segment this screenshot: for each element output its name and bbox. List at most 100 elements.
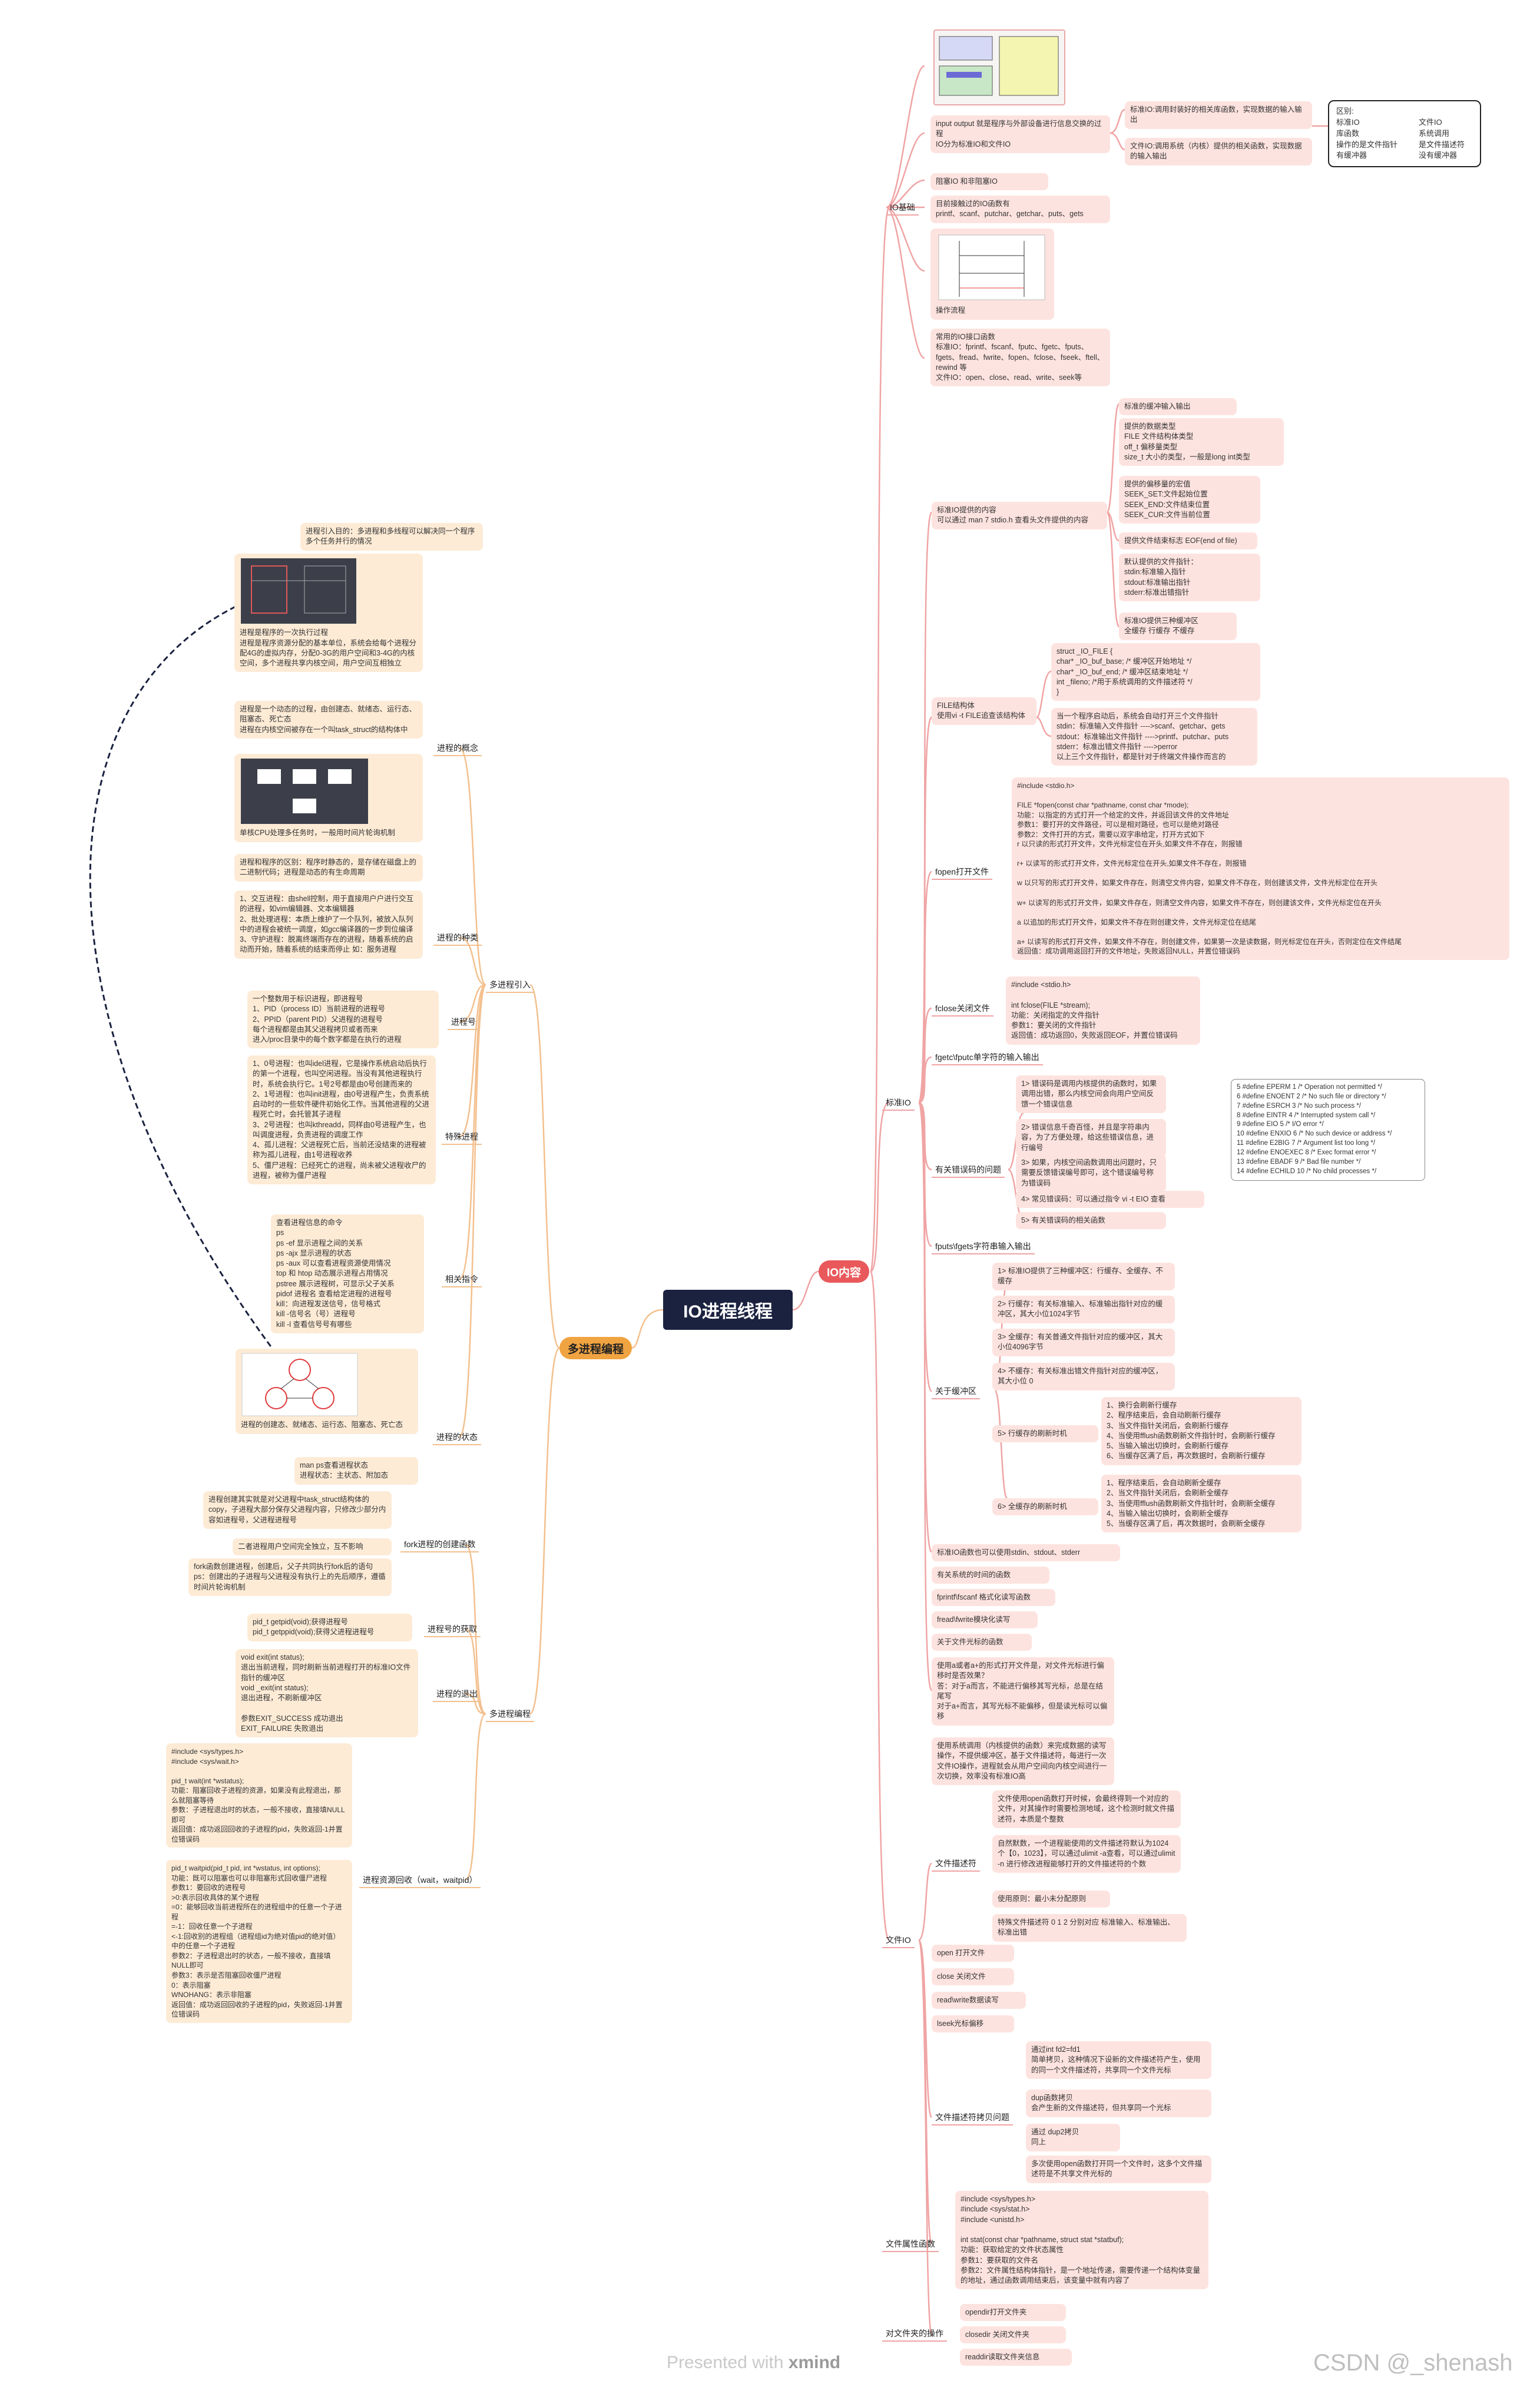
buffer-3[interactable]: 3> 全缓存：有关普通文件指针对应的缓冲区，其大小位4096字节 bbox=[992, 1329, 1175, 1356]
file-struct-def[interactable]: struct _IO_FILE { char* _IO_buf_base; /*… bbox=[1051, 643, 1260, 701]
getpid-node[interactable]: 进程号的获取 bbox=[424, 1622, 481, 1637]
std-misc-3[interactable]: fprintf\fscanf 格式化读写函数 bbox=[932, 1589, 1055, 1607]
fd-copy-4[interactable]: 多次使用open函数打开同一个文件时，这多个文件描述符是不共享文件光标的 bbox=[1026, 2156, 1211, 2183]
full-buffer-flush[interactable]: 1、程序结束后，会自动刷新全缓存 2、当文件指针关闭后，会刷新全缓存 3、当使用… bbox=[1101, 1475, 1301, 1533]
process-concept[interactable]: 进程的概念 bbox=[433, 741, 482, 756]
close-node[interactable]: close 关闭文件 bbox=[932, 1968, 1014, 1986]
stdio-c6[interactable]: 标准IO提供三种缓冲区 全缓存 行缓存 不缓存 bbox=[1119, 613, 1237, 640]
lseek-node[interactable]: lseek光标偏移 bbox=[932, 2015, 1014, 2033]
common-io-api[interactable]: 常用的IO接口函数 标准IO：fprintf、fscanf、fputc、fget… bbox=[930, 329, 1110, 387]
mp-intro-purpose[interactable]: 进程引入目的：多进程和多线程可以解决同一个程序多个任务并行的情况 bbox=[300, 523, 483, 551]
buffer-5[interactable]: 5> 行缓存的刷新时机 bbox=[992, 1425, 1098, 1443]
wait-desc[interactable]: #include <sys/types.h> #include <sys/wai… bbox=[166, 1743, 352, 1848]
wait-node[interactable]: 进程资源回收（wait，waitpid） bbox=[359, 1873, 481, 1888]
fd-copy-2[interactable]: dup函数拷贝 会产生新的文件描述符，但共享同一个光标 bbox=[1026, 2090, 1211, 2117]
branch-std-io[interactable]: 标准IO bbox=[882, 1095, 915, 1111]
process-kinds-desc[interactable]: 1、交互进程：由shell控制，用于直接用户户进行交互的进程，如vim编辑器、文… bbox=[234, 890, 423, 959]
exit-node[interactable]: 进程的退出 bbox=[433, 1687, 481, 1702]
std-misc-4[interactable]: fread\fwrite模块化读写 bbox=[932, 1611, 1038, 1629]
closedir-node[interactable]: closedir 关闭文件夹 bbox=[960, 2326, 1066, 2344]
special-process[interactable]: 特殊进程 bbox=[442, 1130, 482, 1145]
std-misc-5[interactable]: 关于文件光标的函数 bbox=[932, 1634, 1032, 1651]
line-buffer-flush[interactable]: 1、换行会刷新行缓存 2、程序结束后，会自动刷新行缓存 3、当文件指针关闭后，会… bbox=[1101, 1397, 1301, 1465]
fclose-desc[interactable]: #include <stdio.h> int fclose(FILE *stre… bbox=[1006, 976, 1200, 1045]
opendir-node[interactable]: opendir打开文件夹 bbox=[960, 2304, 1066, 2322]
fd-desc-4[interactable]: 特殊文件描述符 0 1 2 分别对应 标准输入、标准输出、标准出错 bbox=[992, 1914, 1187, 1942]
fd-desc-3[interactable]: 使用原则：最小未分配原则 bbox=[992, 1891, 1110, 1908]
std-misc-6[interactable]: 使用a或者a+的形式打开文件是，对文件光标进行偏移时是否效果？ 答：对于a而言，… bbox=[932, 1657, 1114, 1726]
process-state-1[interactable]: 进程的创建态、就绪态、运行态、阻塞态、死亡态 bbox=[236, 1349, 418, 1434]
blocking-io[interactable]: 阻塞IO 和非阻塞IO bbox=[930, 173, 1048, 191]
buffer-6[interactable]: 6> 全缓存的刷新时机 bbox=[992, 1498, 1098, 1516]
stdio-c5[interactable]: 默认提供的文件指针： stdin:标准输入指针 stdout:标准输出指针 st… bbox=[1119, 554, 1260, 601]
file-attr-node[interactable]: 文件属性函数 bbox=[882, 2237, 939, 2252]
process-concept-1[interactable]: 进程是程序的一次执行过程 进程是程序资源分配的基本单位，系统会给每个进程分配4G… bbox=[234, 554, 423, 673]
fd-copy-3[interactable]: 通过 dup2拷贝 同上 bbox=[1026, 2124, 1120, 2151]
commands-desc[interactable]: 查看进程信息的命令 ps ps -ef 显示进程之间的关系 ps -ajx 显示… bbox=[271, 1214, 424, 1333]
buffer-node[interactable]: 关于缓冲区 bbox=[932, 1384, 980, 1399]
fgetc-node[interactable]: fgetc\fputc单字符的输入输出 bbox=[932, 1050, 1043, 1065]
std-misc-1[interactable]: 标准IO函数也可以使用stdin、stdout、stderr bbox=[932, 1544, 1120, 1562]
file-struct[interactable]: FILE结构体 使用vi -t FILE追查该结构体 bbox=[932, 697, 1036, 725]
buffer-4[interactable]: 4> 不缓存：有关标准出错文件指针对应的缓冲区，其大小位 0 bbox=[992, 1363, 1175, 1390]
fopen-node[interactable]: fopen打开文件 bbox=[932, 865, 993, 880]
pid-node[interactable]: 进程号 bbox=[448, 1015, 479, 1030]
process-concept-3[interactable]: 单核CPU处理多任务时，一般用时间片轮询机制 bbox=[234, 754, 423, 842]
fclose-node[interactable]: fclose关闭文件 bbox=[932, 1001, 993, 1017]
file-io-definition[interactable]: 文件IO:调用系统（内核）提供的相关函数，实现数据的输入输出 bbox=[1125, 138, 1312, 165]
stdio-contents[interactable]: 标准IO提供的内容 可以通过 man 7 stdio.h 查看头文件提供的内容 bbox=[932, 502, 1107, 529]
errno-list[interactable]: 5 #define EPERM 1 /* Operation not permi… bbox=[1231, 1079, 1425, 1181]
io-definition[interactable]: input output 就是程序与外部设备进行信息交换的过程 IO分为标准IO… bbox=[930, 115, 1110, 153]
multiprocess-hub[interactable]: 多进程编程 bbox=[559, 1337, 632, 1359]
getpid-desc[interactable]: pid_t getpid(void);获得进程号 pid_t getppid(v… bbox=[247, 1614, 412, 1641]
stdio-c2[interactable]: 提供的数据类型 FILE 文件结构体类型 off_t 偏移量类型 size_t … bbox=[1119, 418, 1284, 466]
errno-node[interactable]: 有关错误码的问题 bbox=[932, 1163, 1005, 1178]
process-concept-2[interactable]: 进程是一个动态的过程，由创建态、就绪态、运行态、阻塞态、死亡态 进程在内核空间被… bbox=[234, 701, 423, 739]
pid-desc[interactable]: 一个整数用于标识进程，即进程号 1、PID（process ID）当前进程的进程… bbox=[247, 991, 439, 1049]
errno-3[interactable]: 3> 如果，内核空间函数调用出问题时，只需要反馈错误编号即可，这个错误编号称为错… bbox=[1016, 1154, 1166, 1192]
file-attr-desc[interactable]: #include <sys/types.h> #include <sys/sta… bbox=[955, 2191, 1208, 2290]
fork-desc-2[interactable]: 二者进程用户空间完全独立，互不影响 bbox=[233, 1538, 392, 1556]
flow-node[interactable]: 操作流程 bbox=[930, 229, 1054, 320]
process-kinds[interactable]: 进程的种类 bbox=[433, 931, 482, 946]
waitpid-desc[interactable]: pid_t waitpid(pid_t pid, int *wstatus, i… bbox=[166, 1860, 352, 2023]
fd-copy-1[interactable]: 通过int fd2=fd1 简单拷贝，这种情况下设新的文件描述符产生，使用的同一… bbox=[1026, 2041, 1211, 2079]
errno-4[interactable]: 4> 常见错误码：可以通过指令 vi -t EIO 查看 bbox=[1016, 1191, 1204, 1209]
fputs-node[interactable]: fputs\fgets字符串输入输出 bbox=[932, 1239, 1035, 1254]
branch-io-basics[interactable]: IO基础 bbox=[886, 200, 919, 216]
fork-desc-1[interactable]: 进程创建其实就是对父进程中task_struct结构体的copy，子进程大部分保… bbox=[203, 1491, 392, 1529]
process-state[interactable]: 进程的状态 bbox=[433, 1430, 481, 1445]
related-commands[interactable]: 相关指令 bbox=[442, 1272, 482, 1287]
dir-ops-node[interactable]: 对文件夹的操作 bbox=[882, 2326, 947, 2342]
fork-desc-3[interactable]: fork函数创建进程，创建后，父子共同执行fork后的语句 ps：创建出的子进程… bbox=[188, 1558, 392, 1596]
io-content-hub[interactable]: IO内容 bbox=[819, 1260, 870, 1283]
stdio-c4[interactable]: 提供文件结束标志 EOF(end of file) bbox=[1119, 532, 1257, 550]
fopen-desc[interactable]: #include <stdio.h> FILE *fopen(const cha… bbox=[1012, 777, 1509, 960]
errno-1[interactable]: 1> 错误码是调用内核提供的函数时，如果调用出错，那么内核空间会向用户空间反馈一… bbox=[1016, 1075, 1166, 1113]
stdio-c1[interactable]: 标准的缓冲输入输出 bbox=[1119, 398, 1237, 416]
known-io-functions[interactable]: 目前接触过的IO函数有 printf、scanf、putchar、getchar… bbox=[930, 196, 1110, 223]
read-write-node[interactable]: read\write数据读写 bbox=[932, 1992, 1026, 2009]
exit-desc[interactable]: void exit(int status); 退出当前进程，同时刷新当前进程打开… bbox=[236, 1649, 418, 1737]
fd-copy-node[interactable]: 文件描述符拷贝问题 bbox=[932, 2110, 1013, 2125]
stdio-c3[interactable]: 提供的偏移量的宏值 SEEK_SET:文件起始位置 SEEK_END:文件结束位… bbox=[1119, 476, 1260, 524]
errno-2[interactable]: 2> 错误信息千奇百怪，并且是字符串内容，为了方便处理，给这些错误信息，进行编号 bbox=[1016, 1119, 1166, 1157]
file-io-desc[interactable]: 使用系统调用（内核提供的函数）来完成数据的读写操作，不提供缓冲区，基于文件描述符… bbox=[932, 1737, 1114, 1785]
buffer-2[interactable]: 2> 行缓存：有关标准输入、标准输出指针对应的缓冲区，其大小位1024字节 bbox=[992, 1296, 1175, 1323]
std-io-definition[interactable]: 标准IO:调用封装好的相关库函数，实现数据的输入输出 bbox=[1125, 101, 1312, 129]
process-concept-4[interactable]: 进程和程序的区别：程序时静态的，是存储在磁盘上的二进制代码；进程是动态的有生命周… bbox=[234, 854, 423, 882]
readdir-node[interactable]: readdir读取文件夹信息 bbox=[960, 2349, 1072, 2366]
fork-node[interactable]: fork进程的创建函数 bbox=[400, 1537, 479, 1552]
open-node[interactable]: open 打开文件 bbox=[932, 1945, 1014, 1962]
buffer-1[interactable]: 1> 标准IO提供了三种缓冲区：行缓存、全缓存、不缓存 bbox=[992, 1263, 1175, 1290]
root-topic[interactable]: IO进程线程 bbox=[663, 1290, 793, 1330]
process-state-2[interactable]: man ps查看进程状态 进程状态：主状态、附加态 bbox=[294, 1457, 418, 1485]
errno-5[interactable]: 5> 有关错误码的相关函数 bbox=[1016, 1212, 1166, 1230]
branch-file-io[interactable]: 文件IO bbox=[882, 1933, 915, 1948]
std-file-pointers[interactable]: 当一个程序启动后，系统会自动打开三个文件指针 stdin：标准输入文件指针 --… bbox=[1051, 708, 1257, 766]
fd-desc-2[interactable]: 自然默数，一个进程能使用的文件描述符默认为1024个【0，1023】，可以通过u… bbox=[992, 1835, 1181, 1873]
special-process-desc[interactable]: 1、0号进程：也叫idel进程，它是操作系统启动后执行的第一个进程，也叫空闲进程… bbox=[247, 1055, 436, 1184]
fd-node[interactable]: 文件描述符 bbox=[932, 1856, 980, 1872]
fd-desc-1[interactable]: 文件使用open函数打开时候，会最终得到一个对应的文件，对其操作时需要检测地域，… bbox=[992, 1790, 1181, 1828]
